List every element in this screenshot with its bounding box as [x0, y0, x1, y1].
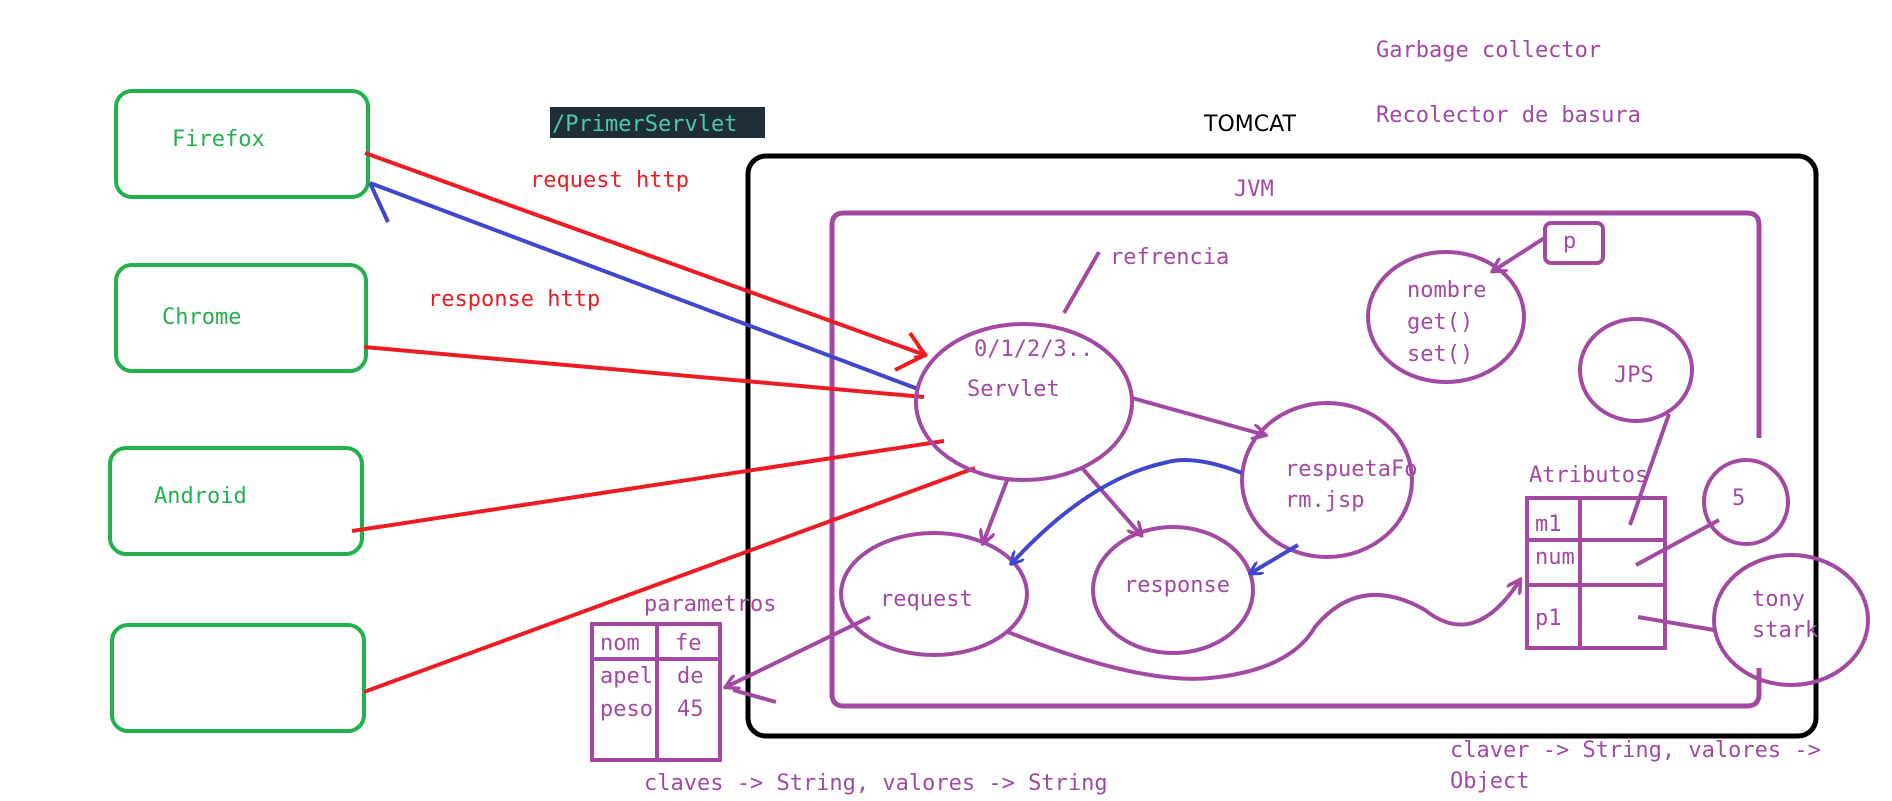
five-label: 5	[1732, 486, 1745, 511]
parametros-row1-key: apel	[600, 664, 653, 689]
response-node-label: response	[1124, 573, 1230, 598]
recolector-label: Recolector de basura	[1376, 103, 1641, 128]
firefox-response-arrowhead	[368, 182, 390, 223]
servlet-ellipse	[914, 322, 1134, 482]
client-box-chrome	[114, 263, 368, 373]
client-blank	[110, 623, 366, 733]
jps-label: JPS	[1614, 363, 1654, 388]
tomcat-label: TOMCAT	[1203, 112, 1296, 137]
jps-node: JPS	[1578, 317, 1694, 423]
servlet-to-response-arrow	[1080, 466, 1141, 535]
firefox-response-arrow	[369, 181, 919, 391]
blank-client-request-line	[363, 466, 976, 694]
tony-stark-line1: tony	[1752, 587, 1805, 612]
request-to-parametros-arrow	[726, 615, 871, 687]
atributos-table-border	[1525, 496, 1667, 650]
num-to-five-link	[1635, 518, 1720, 567]
parametros-note: claves -> String, valores -> String	[644, 771, 1108, 796]
object-ellipse	[1366, 250, 1526, 384]
tomcat-container	[745, 153, 1819, 739]
route-label: /PrimerServlet	[552, 112, 737, 137]
parametros-row1-value: de	[677, 664, 704, 689]
response-http-label: response http	[428, 287, 600, 312]
firefox-request-arrowhead-tail	[894, 331, 928, 372]
servlet-counter: 0/1/2/3..	[974, 337, 1093, 362]
servlet-to-respuesta-arrow	[1131, 396, 1265, 435]
request-node: request	[839, 531, 1029, 657]
refrencia-label: refrencia	[1110, 245, 1229, 270]
object-line-set: set()	[1407, 342, 1473, 367]
response-ellipse	[1091, 525, 1255, 655]
client-label-chrome: Chrome	[162, 305, 241, 330]
p-box-label: p	[1563, 229, 1576, 254]
parametros-header-value: fe	[675, 631, 702, 656]
atributos-note-line1: claver -> String, valores ->	[1450, 738, 1821, 763]
client-android: Android	[108, 446, 364, 556]
jsp-to-request-arrow	[1012, 458, 1243, 563]
p-reference-box: p	[1543, 221, 1605, 265]
garbage-collector-label: Garbage collector	[1376, 38, 1601, 63]
request-http-label: request http	[530, 168, 689, 193]
servlet-node: 0/1/2/3.. Servlet	[914, 322, 1134, 482]
android-request-line	[351, 439, 945, 533]
p-box	[1543, 221, 1605, 265]
response-node: response	[1091, 525, 1255, 655]
tony-stark-node: tony stark	[1712, 553, 1870, 687]
atributos-table: m1 num p1	[1525, 496, 1667, 650]
object-line-nombre: nombre	[1407, 278, 1486, 303]
chrome-request-line	[363, 345, 925, 399]
request-ellipse	[839, 531, 1029, 657]
respuesta-form-jsp-ellipse	[1240, 401, 1414, 559]
client-box-firefox	[114, 89, 370, 199]
route-badge: /PrimerServlet	[550, 107, 765, 138]
servlet-to-request-arrow	[983, 477, 1010, 543]
jvm-label: JVM	[1234, 177, 1274, 202]
parametros-row2-value: 45	[677, 697, 704, 722]
object-node: nombre get() set()	[1366, 250, 1526, 384]
atributos-key-p1: p1	[1535, 606, 1562, 631]
refrencia-pointer	[1062, 251, 1101, 314]
request-to-atributos-arrow	[1007, 580, 1520, 681]
tony-stark-line2: stark	[1752, 618, 1818, 643]
client-box-android	[108, 446, 364, 556]
parametros-table: nom fe apel de peso 45	[590, 622, 722, 762]
jps-ellipse	[1578, 317, 1694, 423]
respuesta-form-jsp-line2: rm.jsp	[1285, 488, 1364, 513]
jsp-to-response-arrow	[1251, 543, 1300, 573]
request-node-label: request	[880, 587, 973, 612]
firefox-request-arrow	[364, 151, 925, 355]
parametros-arrow-tail	[732, 688, 777, 704]
servlet-label: Servlet	[967, 377, 1060, 402]
respuesta-form-jsp-node: respuetaFo rm.jsp	[1240, 401, 1417, 559]
route-badge-background	[550, 107, 765, 138]
p1-to-tony-stark-link	[1637, 615, 1715, 632]
client-label-firefox: Firefox	[172, 127, 265, 152]
client-label-android: Android	[154, 484, 247, 509]
parametros-label: parametros	[644, 592, 776, 617]
respuesta-form-jsp-line1: respuetaFo	[1285, 457, 1417, 482]
tony-stark-ellipse	[1712, 553, 1870, 687]
p-to-object-arrow	[1493, 235, 1548, 271]
client-firefox: Firefox	[114, 89, 370, 199]
atributos-label: Atributos	[1529, 463, 1648, 488]
atributos-note-line2: Object	[1450, 769, 1529, 794]
m1-to-jps-link	[1628, 413, 1671, 526]
atributos-key-num: num	[1535, 545, 1575, 570]
client-box-blank	[110, 623, 366, 733]
object-line-get: get()	[1407, 310, 1473, 335]
client-chrome: Chrome	[114, 263, 368, 373]
parametros-header-key: nom	[600, 631, 640, 656]
five-ellipse	[1702, 458, 1790, 546]
atributos-key-m1: m1	[1535, 512, 1562, 537]
five-node: 5	[1702, 458, 1790, 546]
parametros-row2-key: peso	[600, 697, 653, 722]
